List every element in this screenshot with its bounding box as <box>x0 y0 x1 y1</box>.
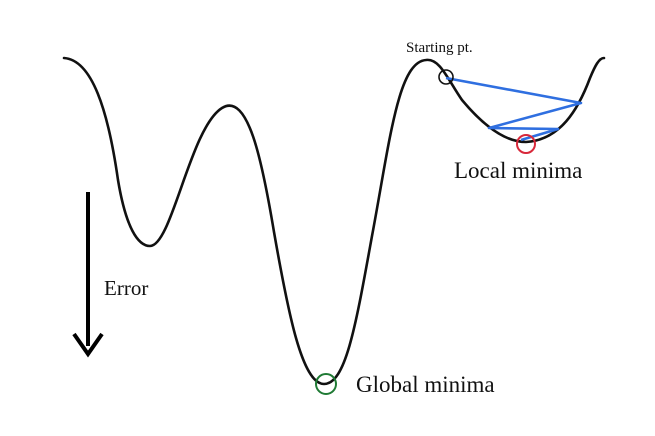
local-minima-marker <box>516 134 536 154</box>
starting-point-marker <box>438 69 454 85</box>
error-curve <box>62 56 606 386</box>
descent-path <box>445 76 583 142</box>
error-arrow-head <box>72 332 104 358</box>
starting-point-label: Starting pt. <box>406 40 473 56</box>
error-label: Error <box>104 276 148 300</box>
global-minima-marker <box>315 373 337 395</box>
local-minima-label: Local minima <box>454 158 582 183</box>
global-minima-label: Global minima <box>356 372 495 397</box>
